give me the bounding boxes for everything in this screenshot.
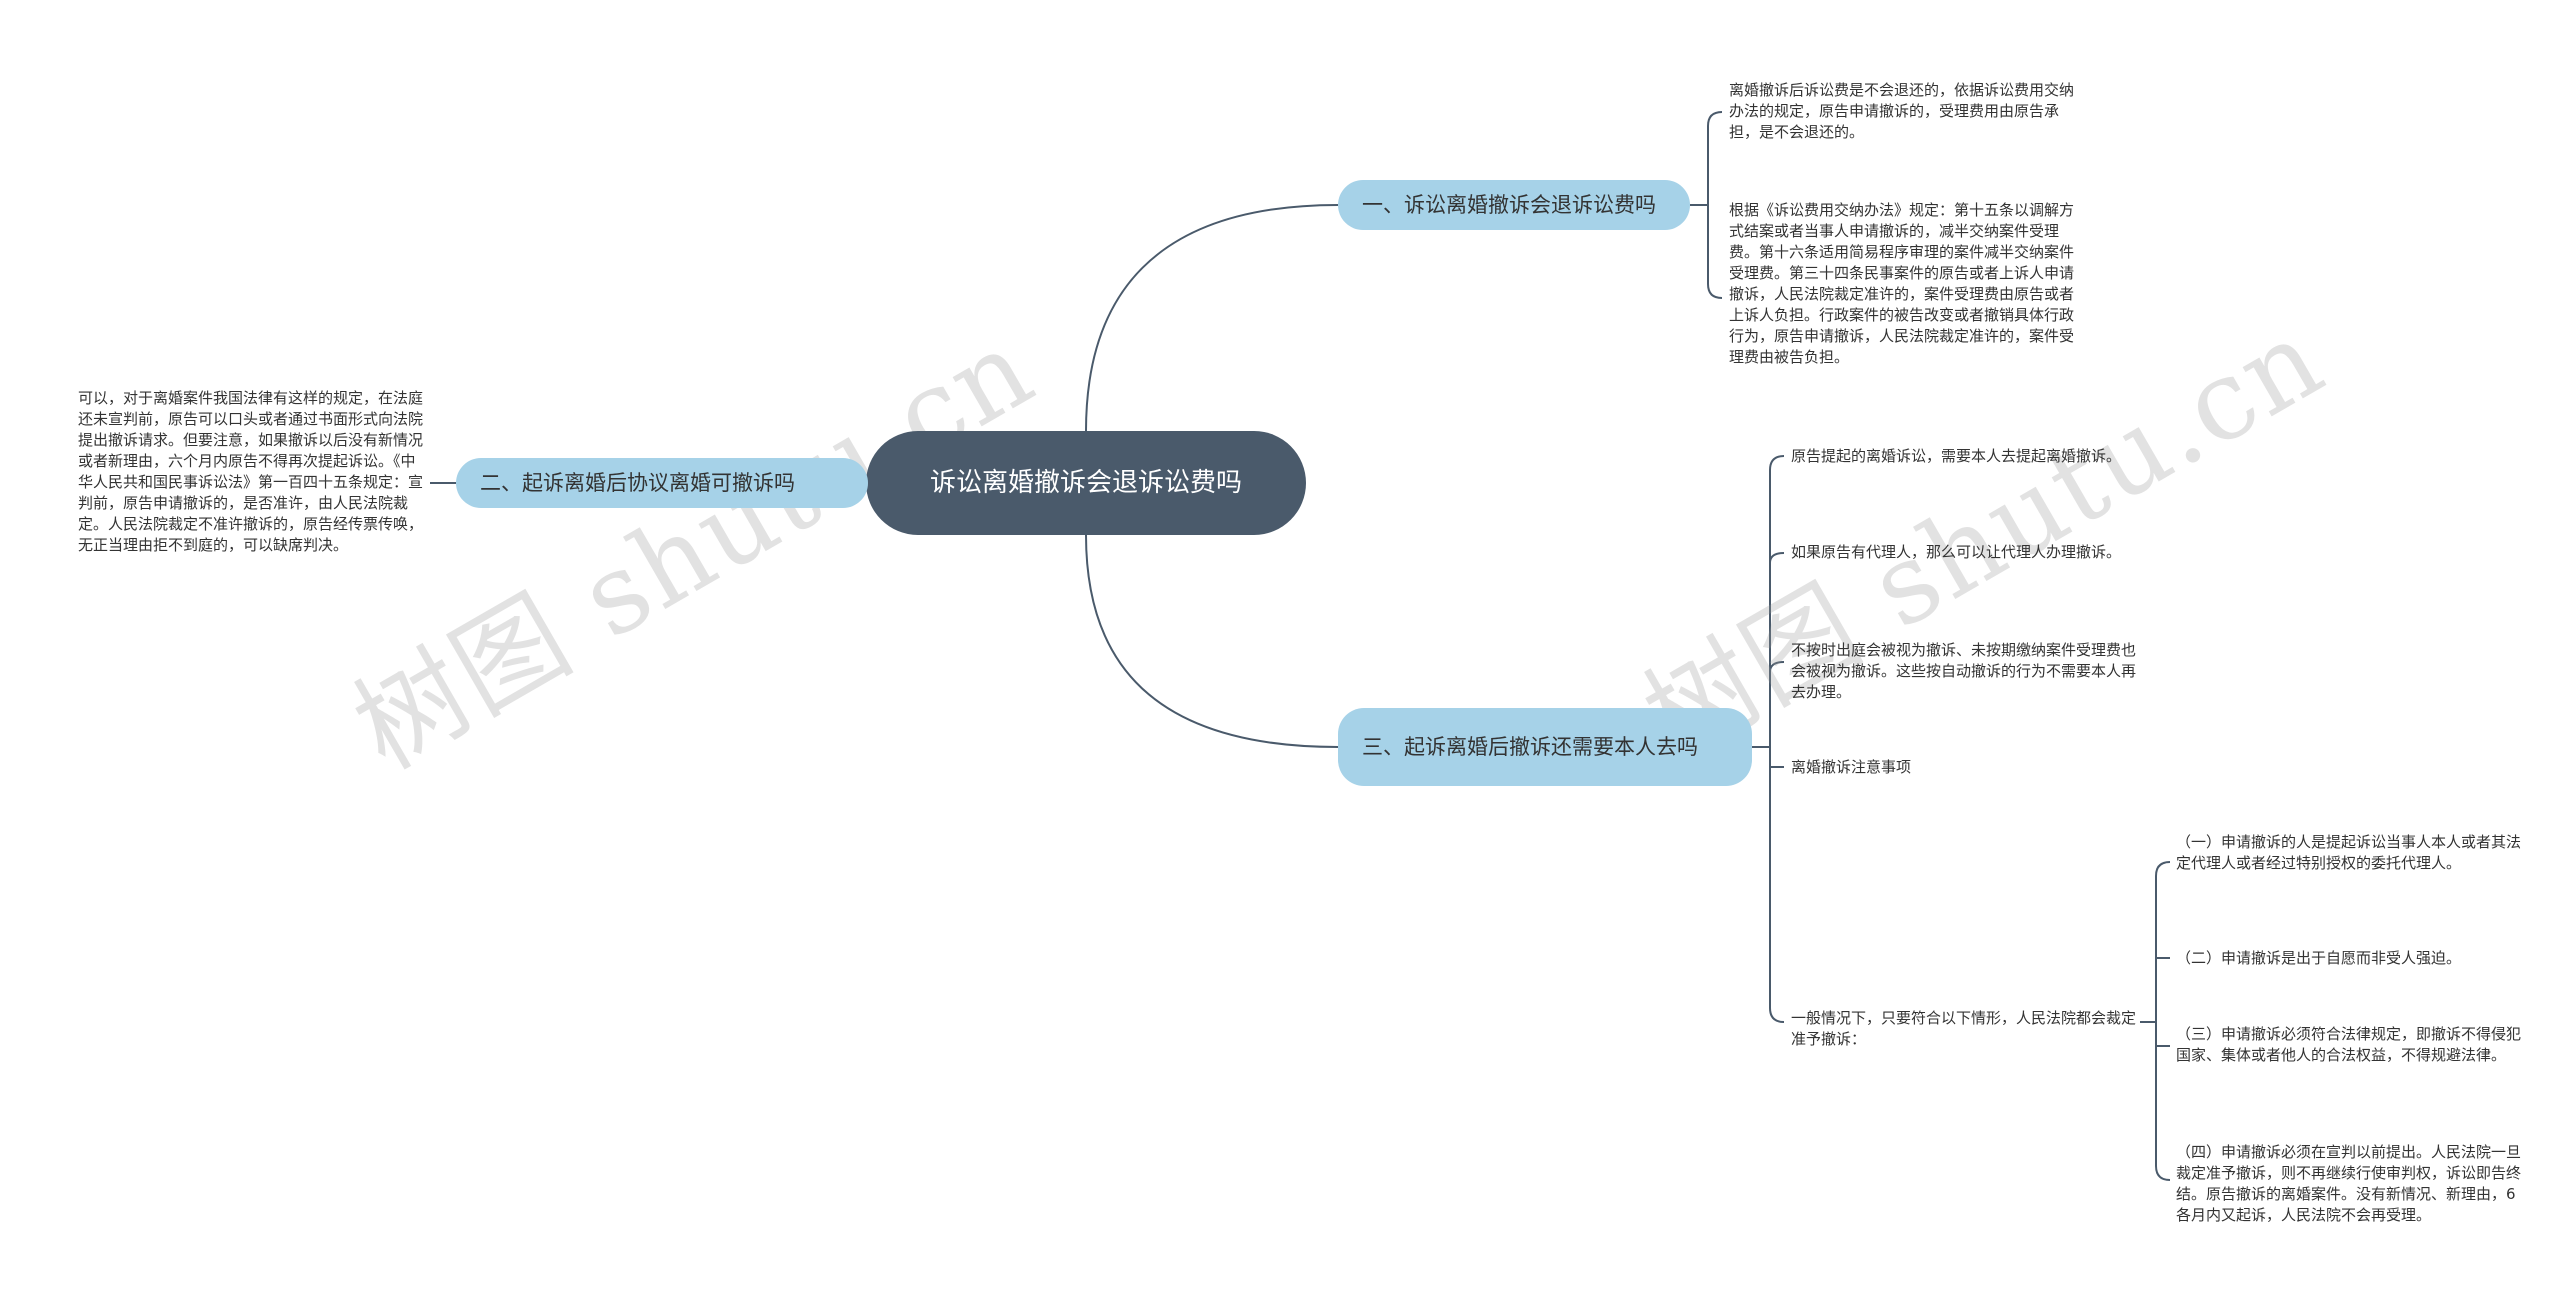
- branch-node-3[interactable]: 三、起诉离婚后撤诉还需要本人去吗: [1338, 708, 1752, 786]
- leaf-b3-5: 一般情况下，只要符合以下情形，人民法院都会裁定准予撤诉：: [1791, 1009, 2137, 1048]
- sub-leaf-1: （一）申请撤诉的人是提起诉讼当事人本人或者其法定代理人或者经过特别授权的委托代理…: [2176, 833, 2522, 872]
- sub-leaf-3: （三）申请撤诉必须符合法律规定，即撤诉不得侵犯国家、集体或者他人的合法权益，不得…: [2176, 1025, 2522, 1064]
- branch-label-2: 二、起诉离婚后协议离婚可撤诉吗: [480, 471, 795, 495]
- root-node[interactable]: 诉讼离婚撤诉会退诉讼费吗: [866, 431, 1306, 535]
- leaf-b2-1: 可以，对于离婚案件我国法律有这样的规定，在法庭还未宣判前，原告可以口头或者通过书…: [78, 389, 424, 554]
- sub-bracket: [2155, 861, 2171, 1181]
- branch-label-1: 一、诉讼离婚撤诉会退诉讼费吗: [1362, 193, 1656, 217]
- branch-node-2[interactable]: 二、起诉离婚后协议离婚可撤诉吗: [456, 458, 868, 508]
- leaf-b1-2: 根据《诉讼费用交纳办法》规定：第十五条以调解方式结案或者当事人申请撤诉的，减半交…: [1729, 201, 2075, 366]
- sub-leaf-2: （二）申请撤诉是出于自愿而非受人强迫。: [2176, 949, 2462, 967]
- sub-leaf-4: （四）申请撤诉必须在宣判以前提出。人民法院一旦裁定准予撤诉，则不再继续行使审判权…: [2176, 1143, 2522, 1224]
- link-root-b1: [1085, 204, 1339, 432]
- leaf-b3-1: 原告提起的离婚诉讼，需要本人去提起离婚撤诉。: [1791, 447, 2122, 465]
- leaf-b1-1: 离婚撤诉后诉讼费是不会退还的，依据诉讼费用交纳办法的规定，原告申请撤诉的，受理费…: [1729, 81, 2075, 141]
- leaf-b3-2: 如果原告有代理人，那么可以让代理人办理撤诉。: [1791, 543, 2122, 561]
- b1-bracket: [1707, 111, 1723, 299]
- branch-node-1[interactable]: 一、诉讼离婚撤诉会退诉讼费吗: [1338, 180, 1690, 230]
- leaf-b3-4: 离婚撤诉注意事项: [1791, 758, 1912, 776]
- b3-bracket: [1769, 455, 1785, 1023]
- leaf-b3-3: 不按时出庭会被视为撤诉、未按期缴纳案件受理费也会被视为撤诉。这些按自动撤诉的行为…: [1791, 641, 2137, 701]
- root-title: 诉讼离婚撤诉会退诉讼费吗: [929, 468, 1242, 498]
- branch-label-3: 三、起诉离婚后撤诉还需要本人去吗: [1362, 735, 1698, 759]
- link-root-b3: [1085, 534, 1339, 748]
